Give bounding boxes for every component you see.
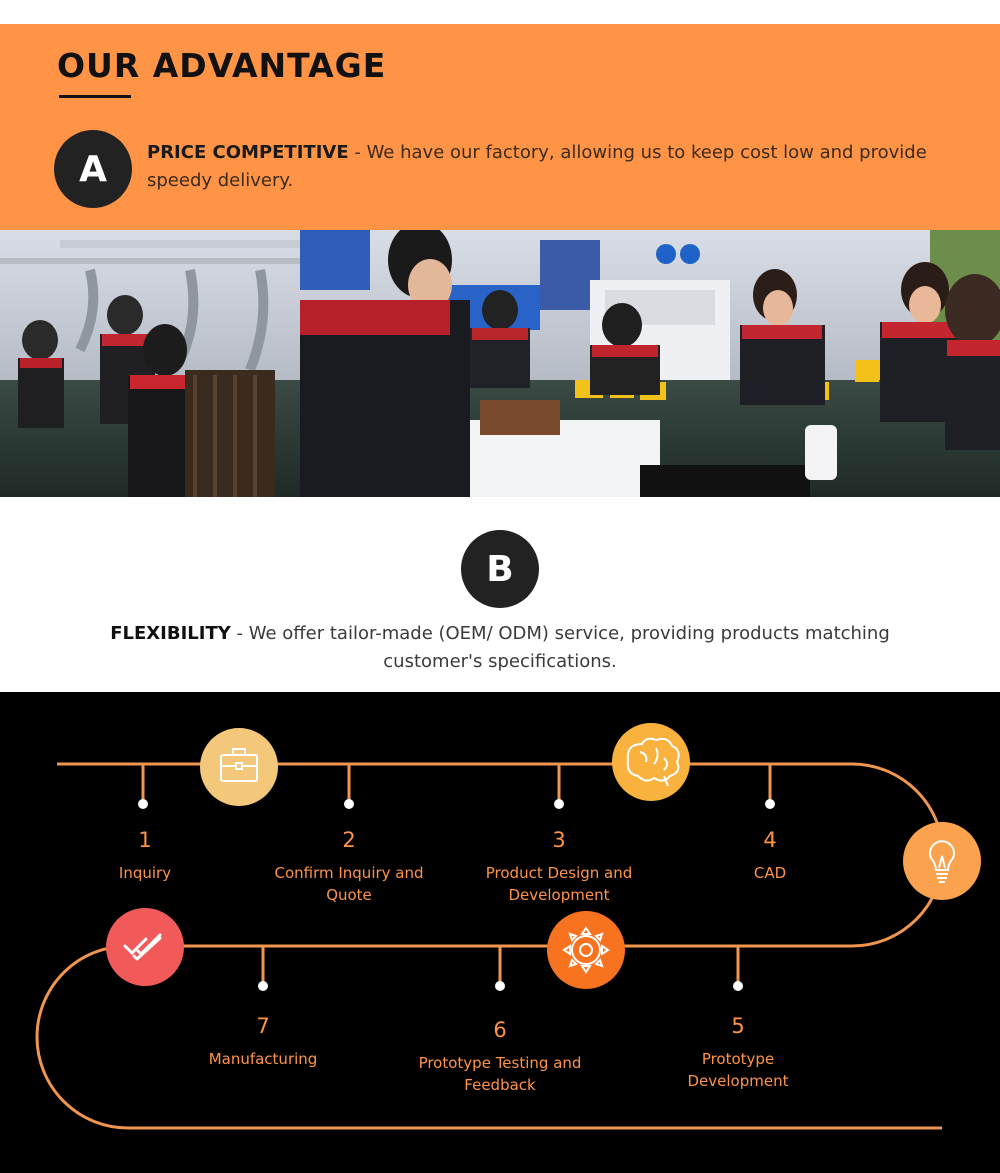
step-label: CAD	[753, 864, 787, 882]
section-title: OUR ADVANTAGE	[57, 46, 387, 85]
step-6: 6 Prototype Testing and Feedback	[410, 1018, 590, 1096]
factory-photo	[0, 230, 1000, 497]
step-4: 4 CAD	[700, 828, 840, 884]
step-label: Prototype Development	[687, 1050, 789, 1090]
factory-photo-illustration	[0, 230, 1000, 497]
step-label: Product Design and Development	[485, 864, 633, 904]
flexibility-desc: - We offer tailor-made (OEM/ ODM) servic…	[230, 623, 890, 672]
step-2: 2 Confirm Inquiry and Quote	[264, 828, 434, 906]
step-1: 1 Inquiry	[75, 828, 215, 884]
title-underline	[59, 95, 131, 98]
step-label: Inquiry	[118, 864, 172, 882]
step-3: 3 Product Design and Development	[474, 828, 644, 906]
step-number: 5	[731, 1014, 745, 1038]
double-check-icon	[106, 908, 184, 986]
step-label: Prototype Testing and Feedback	[418, 1054, 582, 1094]
step-5: 5 Prototype Development	[673, 1014, 803, 1092]
step-label: Manufacturing	[208, 1050, 318, 1068]
advantage-banner: OUR ADVANTAGE A PRICE COMPETITIVE - We h…	[0, 24, 1000, 230]
process-timeline: 1 Inquiry 2 Confirm Inquiry and Quote 3 …	[0, 692, 1000, 1173]
lightbulb-icon	[903, 822, 981, 900]
step-number: 6	[493, 1018, 507, 1042]
step-7: 7 Manufacturing	[188, 1014, 338, 1070]
price-competitive-text: PRICE COMPETITIVE - We have our factory,…	[147, 139, 967, 195]
brain-icon	[612, 723, 690, 801]
step-number: 7	[256, 1014, 270, 1038]
timeline-path	[35, 723, 981, 1130]
flexibility-text: FLEXIBILITY - We offer tailor-made (OEM/…	[80, 620, 920, 676]
briefcase-icon	[200, 728, 278, 806]
badge-b: B	[461, 530, 539, 608]
step-number: 2	[342, 828, 356, 852]
step-number: 1	[138, 828, 152, 852]
flexibility-lead: FLEXIBILITY	[110, 623, 231, 644]
badge-a: A	[54, 130, 132, 208]
step-label: Confirm Inquiry and Quote	[274, 864, 424, 904]
step-number: 4	[763, 828, 777, 852]
gear-icon	[547, 911, 625, 989]
price-competitive-lead: PRICE COMPETITIVE	[147, 142, 349, 163]
price-competitive-desc: - We have our factory, allowing us to ke…	[147, 142, 927, 191]
step-number: 3	[552, 828, 566, 852]
